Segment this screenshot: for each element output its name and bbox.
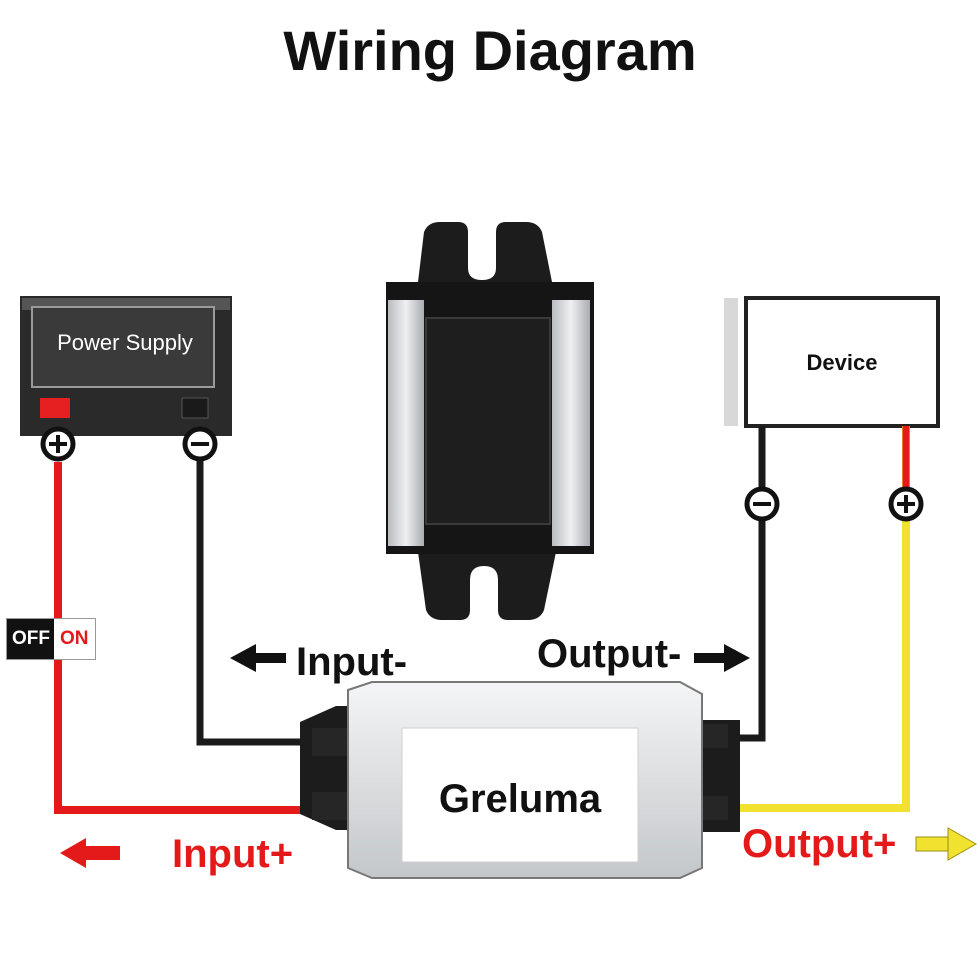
positive-terminal-red xyxy=(40,398,70,418)
arrow-left-icon xyxy=(230,644,286,672)
output-positive-wire xyxy=(700,426,910,812)
input-plus-label: Input+ xyxy=(172,832,294,876)
minus-icon xyxy=(182,426,218,462)
device-box xyxy=(724,296,940,428)
negative-terminal-black xyxy=(181,397,209,419)
arrow-left-icon xyxy=(60,838,120,868)
diagram-title: Wiring Diagram xyxy=(283,19,697,82)
switch-on-label: ON xyxy=(54,619,95,659)
input-minus-label: Input- xyxy=(296,640,408,684)
power-supply-label: Power Supply xyxy=(57,330,193,355)
output-negative-wire xyxy=(700,426,766,742)
switch-off-label: OFF xyxy=(7,619,54,659)
power-switch: OFF ON xyxy=(6,618,96,660)
input-positive-wire xyxy=(54,462,332,814)
input-negative-wire xyxy=(196,460,332,746)
converter-module xyxy=(300,681,740,879)
plus-icon xyxy=(888,486,924,522)
device-label: Device xyxy=(806,350,878,375)
arrow-right-icon xyxy=(694,644,750,672)
converter-label: Greluma xyxy=(438,777,602,821)
plus-icon xyxy=(40,426,76,462)
output-plus-label: Output+ xyxy=(742,822,897,866)
minus-icon xyxy=(744,486,780,522)
converter-top-view xyxy=(386,222,594,620)
arrow-right-icon xyxy=(915,827,978,861)
power-supply xyxy=(20,296,232,436)
output-minus-label: Output- xyxy=(537,632,682,676)
